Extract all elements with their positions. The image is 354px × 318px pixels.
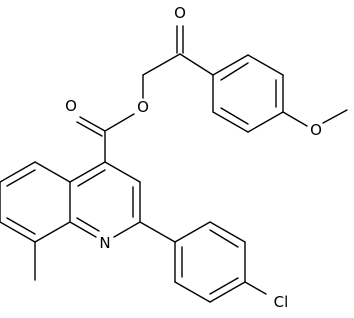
atom-o-methoxy: O — [310, 121, 322, 139]
atom-cl: Cl — [274, 293, 289, 311]
bond-q-n-c8a — [69, 221, 97, 238]
bond-q-c4a-c5 — [34, 161, 71, 183]
bond-q-c2-n — [113, 221, 141, 238]
bond-omethoxy-ch3 — [322, 109, 348, 124]
bond-q-c8-c8a — [34, 221, 71, 243]
bond-ph2-inner-3 — [209, 229, 239, 248]
bond-ester-co-2 — [76, 121, 103, 137]
bond-ph1-omethoxy — [282, 111, 308, 127]
bond-c2-ph2 — [139, 221, 176, 243]
bond-q-c5-c6 — [0, 161, 36, 183]
bond-ph1-inner-1 — [220, 62, 249, 81]
bond-ph1-d — [247, 111, 284, 133]
bond-q-c7-c8 — [0, 221, 36, 243]
bond-ph2-cl — [244, 281, 267, 295]
bond-ketone-ch2 — [142, 53, 181, 76]
atom-n-quinoline: N — [99, 234, 110, 252]
atom-o-ester-carbonyl: O — [65, 97, 77, 115]
bond-ph1-e — [212, 111, 249, 133]
bond-ph1-inner-3 — [220, 107, 249, 125]
bond-ph1-b — [247, 54, 284, 76]
bond-q-c4a-c4 — [69, 161, 106, 183]
atom-o-ketone: O — [174, 4, 186, 22]
bond-ph2-f — [174, 221, 211, 243]
bond-q-c4a-c4-inner — [77, 169, 106, 187]
bond-oester-cester — [104, 113, 135, 132]
bond-ph2-inner-2 — [209, 277, 239, 295]
bond-ph2-c — [209, 281, 246, 303]
bond-q-c5-c6-inner — [6, 169, 36, 187]
bond-ph1-a — [212, 54, 249, 76]
atom-o-ester: O — [137, 98, 149, 116]
bond-ketone-ph — [179, 53, 214, 76]
bond-ph2-b — [174, 281, 211, 303]
atom-labels: O O O O N Cl — [65, 4, 322, 311]
bond-q-c7-c8-inner — [6, 217, 36, 235]
bond-ph2-e — [209, 221, 246, 243]
bond-ester-co-1 — [79, 116, 106, 132]
bond-q-c4-c3 — [104, 161, 141, 183]
bond-q-n-c8a-inner — [76, 217, 100, 232]
bonds — [0, 25, 348, 303]
